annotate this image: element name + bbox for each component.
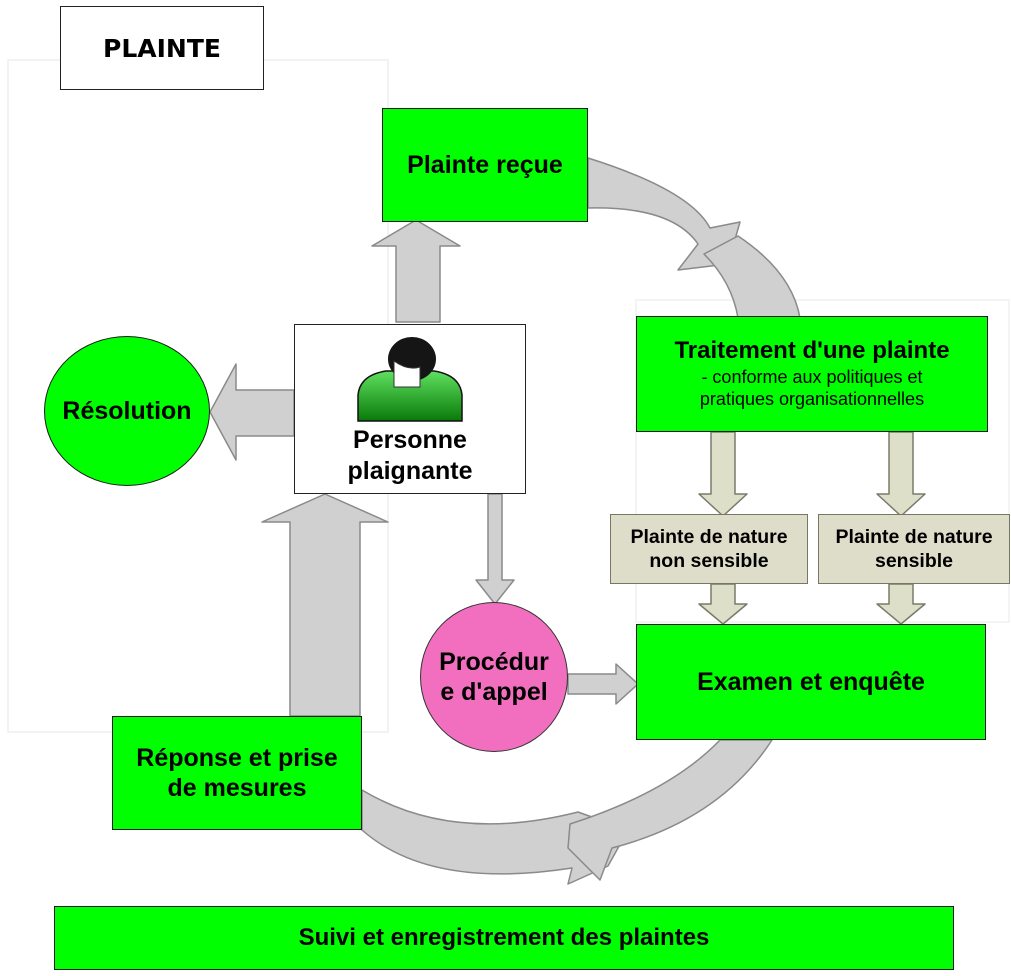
curved-arrow-top-tail	[703, 235, 801, 319]
examen-label: Examen et enquête	[697, 667, 925, 696]
resolution-label: Résolution	[62, 396, 192, 425]
arrow-left-to-resolution	[209, 363, 295, 461]
curved-arrow-bottom-head	[567, 739, 773, 881]
arrow-down-to-procedure	[475, 493, 515, 605]
procedure-line1: Procédur	[439, 647, 549, 676]
traitement-desc-line1: - conforme aux politiques et	[701, 366, 923, 387]
personne-line2: plaignante	[347, 456, 473, 485]
non-sensible-line1: Plainte de nature	[630, 525, 788, 548]
plainte-recue-box: Plainte reçue	[382, 108, 588, 222]
sensible-line2: sensible	[874, 550, 954, 572]
personne-line1: Personne	[353, 426, 467, 454]
non-sensible-line2: non sensible	[649, 550, 769, 572]
arrow-down-non-sensible-to-examen	[698, 583, 748, 625]
plainte-recue-label: Plainte reçue	[407, 150, 563, 179]
arrow-up-from-reponse	[261, 493, 389, 717]
traitement-desc-line2: pratiques organisationnelles	[699, 389, 925, 410]
reponse-line1: Réponse et prise	[136, 743, 338, 772]
curved-arrow-bottom	[361, 789, 629, 885]
suivi-label: Suivi et enregistrement des plaintes	[298, 924, 710, 951]
background-frame-right	[635, 299, 1010, 623]
sensible-box: Plainte de nature sensible	[818, 514, 1010, 584]
arrow-up-to-plainte-recue	[371, 219, 461, 323]
traitement-title: Traitement d'une plainte	[674, 337, 950, 365]
reponse-line2: de mesures	[167, 774, 307, 802]
arrow-down-sensible-to-examen	[876, 583, 926, 625]
resolution-circle: Résolution	[44, 336, 210, 486]
personne-plaignante-box: Personne plaignante	[294, 324, 526, 494]
suivi-bar: Suivi et enregistrement des plaintes	[54, 906, 954, 970]
procedure-line2: e d'appel	[440, 678, 548, 706]
non-sensible-box: Plainte de nature non sensible	[610, 514, 808, 584]
procedure-appel-circle: Procédur e d'appel	[420, 602, 568, 752]
sensible-line1: Plainte de nature	[835, 525, 993, 548]
person-icon	[357, 337, 463, 422]
arrow-down-to-non-sensible	[698, 431, 748, 517]
diagram-title: PLAINTE	[103, 33, 221, 63]
examen-box: Examen et enquête	[636, 624, 986, 740]
arrow-down-to-sensible	[876, 431, 926, 517]
traitement-box: Traitement d'une plainte - conforme aux …	[636, 316, 988, 432]
arrow-right-to-examen	[567, 663, 639, 705]
reponse-box: Réponse et prise de mesures	[112, 716, 362, 830]
title-box: PLAINTE	[60, 6, 264, 90]
